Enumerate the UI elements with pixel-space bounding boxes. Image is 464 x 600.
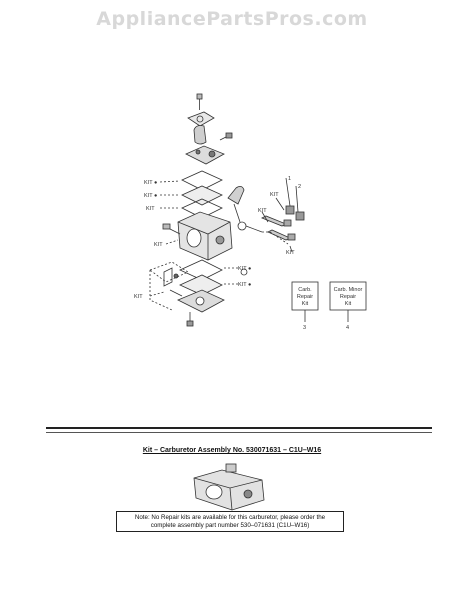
limiter-cap-2	[295, 211, 305, 221]
bottom-cover	[177, 289, 225, 313]
label-kit-2: KIT	[154, 242, 163, 248]
callout-1: 1	[288, 176, 291, 182]
label-kit-4: KIT	[270, 192, 279, 198]
callout-2: 2	[298, 184, 301, 190]
label-kit-star-2: KIT ●	[144, 193, 157, 199]
carb-repair-kit-line-2: Repair	[297, 294, 313, 300]
carb-minor-repair-kit-line-3: Kit	[345, 301, 352, 307]
pump-cover	[185, 145, 225, 165]
kit-assembly-title: Kit – Carburetor Assembly No. 530071631 …	[142, 447, 322, 454]
metering-diaphragm	[179, 274, 223, 296]
limiter-cap-1	[285, 205, 295, 215]
repair-kit-note: Note: No Repair kits are available for t…	[116, 511, 344, 532]
cover-plate	[187, 111, 215, 127]
carb-repair-kit-line-1: Carb.	[298, 287, 312, 293]
inlet-screen	[240, 268, 248, 276]
label-kit-star-1: KIT ●	[144, 180, 157, 186]
watermark: AppliancePartsPros.com	[96, 8, 368, 30]
callout-4: 4	[346, 325, 349, 331]
needle-valve-parts	[163, 267, 183, 297]
callout-3: 3	[303, 325, 306, 331]
label-kit-5: KIT	[258, 208, 267, 214]
section-divider-thin	[46, 432, 432, 433]
label-kit-star-4: KIT ●	[238, 282, 251, 288]
carb-minor-repair-kit-line-2: Repair	[340, 294, 356, 300]
label-kit-3: KIT	[134, 294, 143, 300]
bottom-screw	[186, 312, 194, 327]
label-kit-6: KIT	[286, 250, 295, 256]
metering-gasket	[179, 259, 223, 281]
diaphragm-1	[181, 185, 223, 206]
carb-minor-repair-kit-box	[329, 281, 367, 311]
carb-repair-kit-box	[291, 281, 319, 311]
carb-minor-repair-kit-line-1: Carb. Minor	[334, 287, 363, 293]
kit-group-bracket	[149, 261, 189, 283]
adjust-screw-2	[267, 229, 296, 241]
top-screw	[196, 93, 203, 110]
label-kit-star-3: KIT ●	[238, 266, 251, 272]
primer-bulb	[193, 125, 233, 145]
note-line-1: Note: No Repair kits are available for t…	[134, 514, 326, 521]
side-needle	[162, 223, 181, 235]
gasket-1	[181, 170, 223, 191]
note-line-2: complete assembly part number 530–071631…	[150, 522, 310, 529]
throttle-lever	[227, 186, 263, 233]
adjust-screw-1	[261, 215, 292, 227]
section-divider	[46, 427, 432, 429]
carburetor-body	[177, 211, 233, 261]
carb-repair-kit-line-3: Kit	[302, 301, 309, 307]
carburetor-assembly-thumbnail	[193, 463, 265, 511]
label-kit-1: KIT	[146, 206, 155, 212]
